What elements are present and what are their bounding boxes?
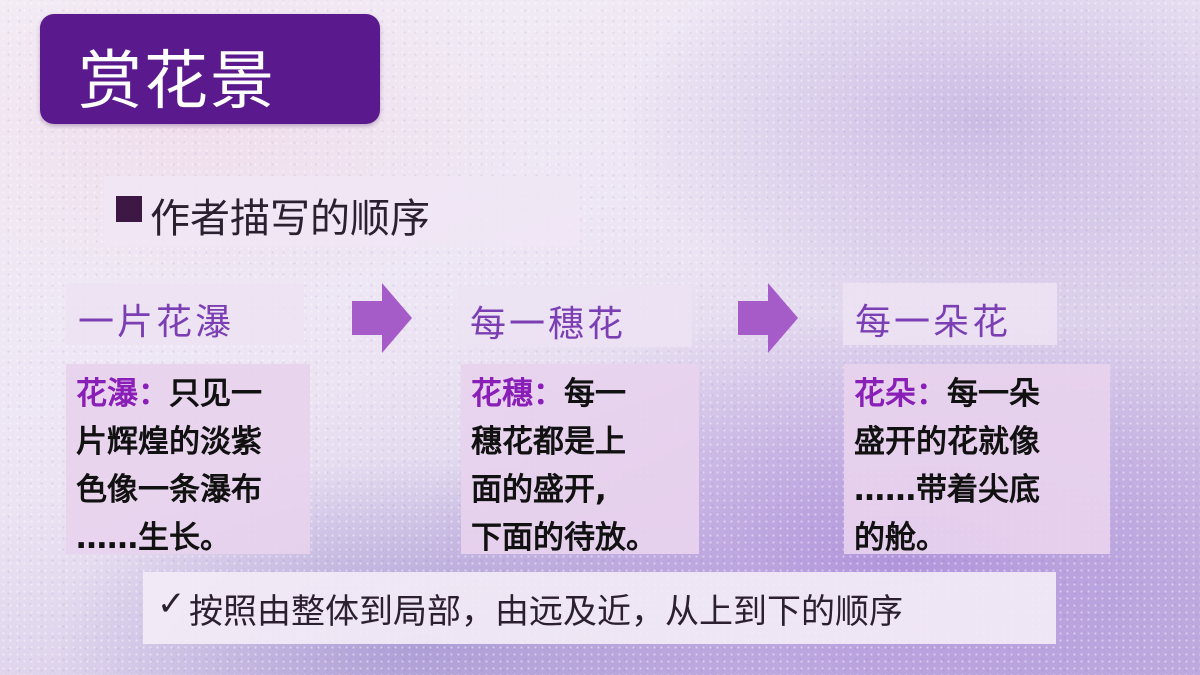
summary-text: 按照由整体到局部，由远及近，从上到下的顺序 — [189, 592, 903, 632]
right-arrow-icon — [738, 283, 798, 353]
subtitle-box: 作者描写的顺序 — [104, 176, 580, 246]
description-line: 花穗：每一 — [471, 370, 689, 418]
stage-header-label: 每一穗花 — [470, 304, 627, 345]
title-banner: 赏花景 — [40, 14, 380, 124]
subtitle-text: 作者描写的顺序 — [150, 196, 430, 242]
description-colon: ： — [138, 376, 169, 412]
description-line: ……生长。 — [76, 520, 231, 556]
description-line: 花瀑：只见一 — [76, 370, 300, 418]
description-text: 每一 — [564, 376, 626, 412]
slide-title: 赏花景 — [78, 45, 276, 119]
description-line: ……带着尖底 — [854, 472, 1040, 508]
stage-description-1: 花瀑：只见一 片辉煌的淡紫 色像一条瀑布 ……生长。 — [66, 364, 310, 556]
description-line: 的舱。 — [854, 520, 947, 556]
right-arrow-icon — [352, 283, 412, 353]
square-bullet-icon — [116, 196, 142, 222]
description-term: 花瀑 — [76, 376, 138, 412]
summary-box: ✓ 按照由整体到局部，由远及近，从上到下的顺序 — [143, 572, 1056, 644]
description-term: 花朵 — [854, 376, 916, 412]
description-colon: ： — [533, 376, 564, 412]
description-term: 花穗 — [471, 376, 533, 412]
description-line: 片辉煌的淡紫 — [76, 424, 262, 460]
description-line: 下面的待放。 — [471, 520, 657, 556]
stage-description-2: 花穗：每一 穗花都是上 面的盛开, 下面的待放。 — [461, 364, 699, 556]
description-line: 穗花都是上 — [471, 424, 626, 460]
stage-header-3: 每一朵花 — [843, 283, 1057, 345]
description-line: 盛开的花就像 — [854, 424, 1040, 460]
description-line: 色像一条瀑布 — [76, 472, 262, 508]
stage-description-3: 花朵：每一朵 盛开的花就像 ……带着尖底 的舱。 — [844, 364, 1110, 556]
description-text: 每一朵 — [947, 376, 1040, 412]
stage-header-label: 每一朵花 — [855, 302, 1012, 343]
stage-header-2: 每一穗花 — [458, 285, 692, 347]
description-text: 只见一 — [169, 376, 262, 412]
description-line: 面的盛开, — [471, 472, 607, 508]
check-icon: ✓ — [157, 584, 186, 624]
stage-header-label: 一片花瀑 — [78, 302, 235, 343]
stage-header-1: 一片花瀑 — [66, 283, 304, 345]
description-colon: ： — [916, 376, 947, 412]
description-line: 花朵：每一朵 — [854, 370, 1100, 418]
